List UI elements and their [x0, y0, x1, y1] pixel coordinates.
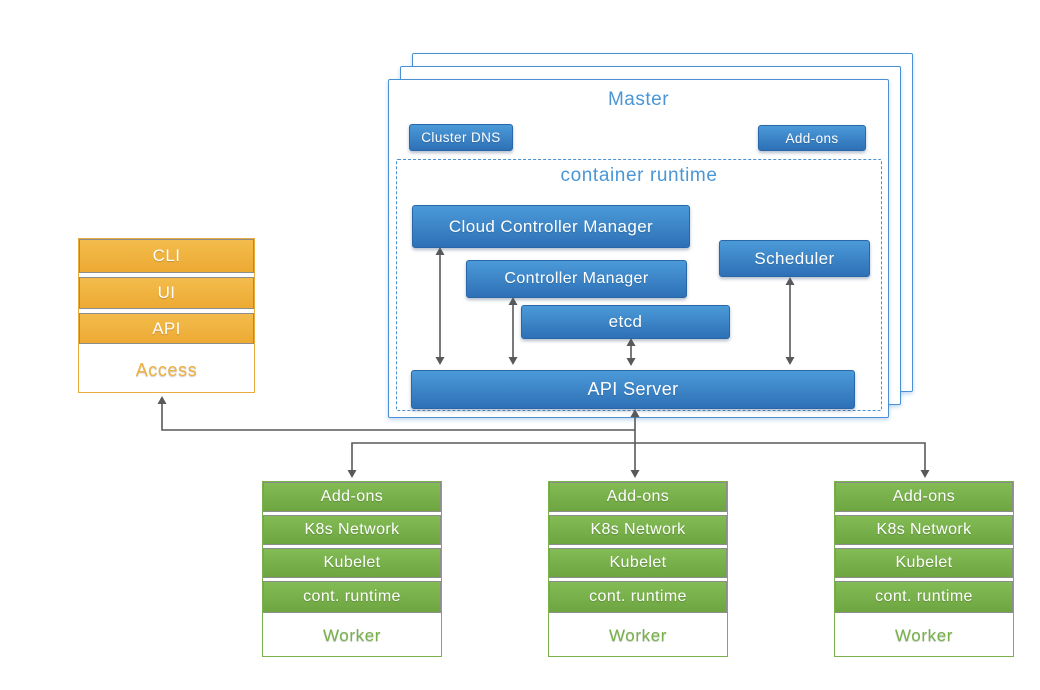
worker1-bar-k8s-network: K8s Network: [263, 515, 441, 545]
worker2-bar-kubelet: Kubelet: [549, 548, 727, 578]
worker3-bar-kubelet: Kubelet: [835, 548, 1013, 578]
worker2-bar-cont-runtime: cont. runtime: [549, 581, 727, 613]
scheduler-box: Scheduler: [719, 240, 870, 277]
access-bar-cli: CLI: [79, 239, 254, 273]
api-server-box: API Server: [411, 370, 855, 409]
worker3-bar-addons: Add-ons: [835, 482, 1013, 512]
worker1-node-label: Worker: [322, 626, 382, 645]
worker-node-1: Add-ons K8s Network Kubelet cont. runtim…: [262, 481, 442, 657]
arrow-apiserver-worker2: [630, 409, 640, 478]
master-node: Master Cluster DNS Add-ons container run…: [388, 79, 889, 418]
worker2-bar-k8s-network: K8s Network: [549, 515, 727, 545]
arrow-apiserver-worker1-worker3: [347, 442, 930, 478]
controller-manager-box: Controller Manager: [466, 260, 687, 298]
worker1-bar-cont-runtime: cont. runtime: [263, 581, 441, 613]
container-runtime-group: container runtime Cloud Controller Manag…: [396, 159, 882, 411]
master-addons-box: Add-ons: [758, 125, 866, 151]
access-bar-ui: UI: [79, 277, 254, 309]
worker-node-3: Add-ons K8s Network Kubelet cont. runtim…: [834, 481, 1014, 657]
access-node-label: Access: [135, 359, 198, 380]
worker1-bar-kubelet: Kubelet: [263, 548, 441, 578]
access-bar-api: API: [79, 313, 254, 344]
master-title: Master: [607, 89, 670, 110]
cluster-dns-box: Cluster DNS: [409, 124, 513, 151]
worker1-bar-addons: Add-ons: [263, 482, 441, 512]
worker3-bar-cont-runtime: cont. runtime: [835, 581, 1013, 613]
worker3-node-label: Worker: [894, 626, 954, 645]
container-runtime-title: container runtime: [560, 165, 718, 186]
access-node: CLI UI API Access: [78, 238, 255, 393]
cloud-controller-manager-box: Cloud Controller Manager: [412, 205, 690, 248]
worker2-node-label: Worker: [608, 626, 668, 645]
etcd-box: etcd: [521, 305, 730, 339]
worker2-bar-addons: Add-ons: [549, 482, 727, 512]
worker3-bar-k8s-network: K8s Network: [835, 515, 1013, 545]
worker-node-2: Add-ons K8s Network Kubelet cont. runtim…: [548, 481, 728, 657]
